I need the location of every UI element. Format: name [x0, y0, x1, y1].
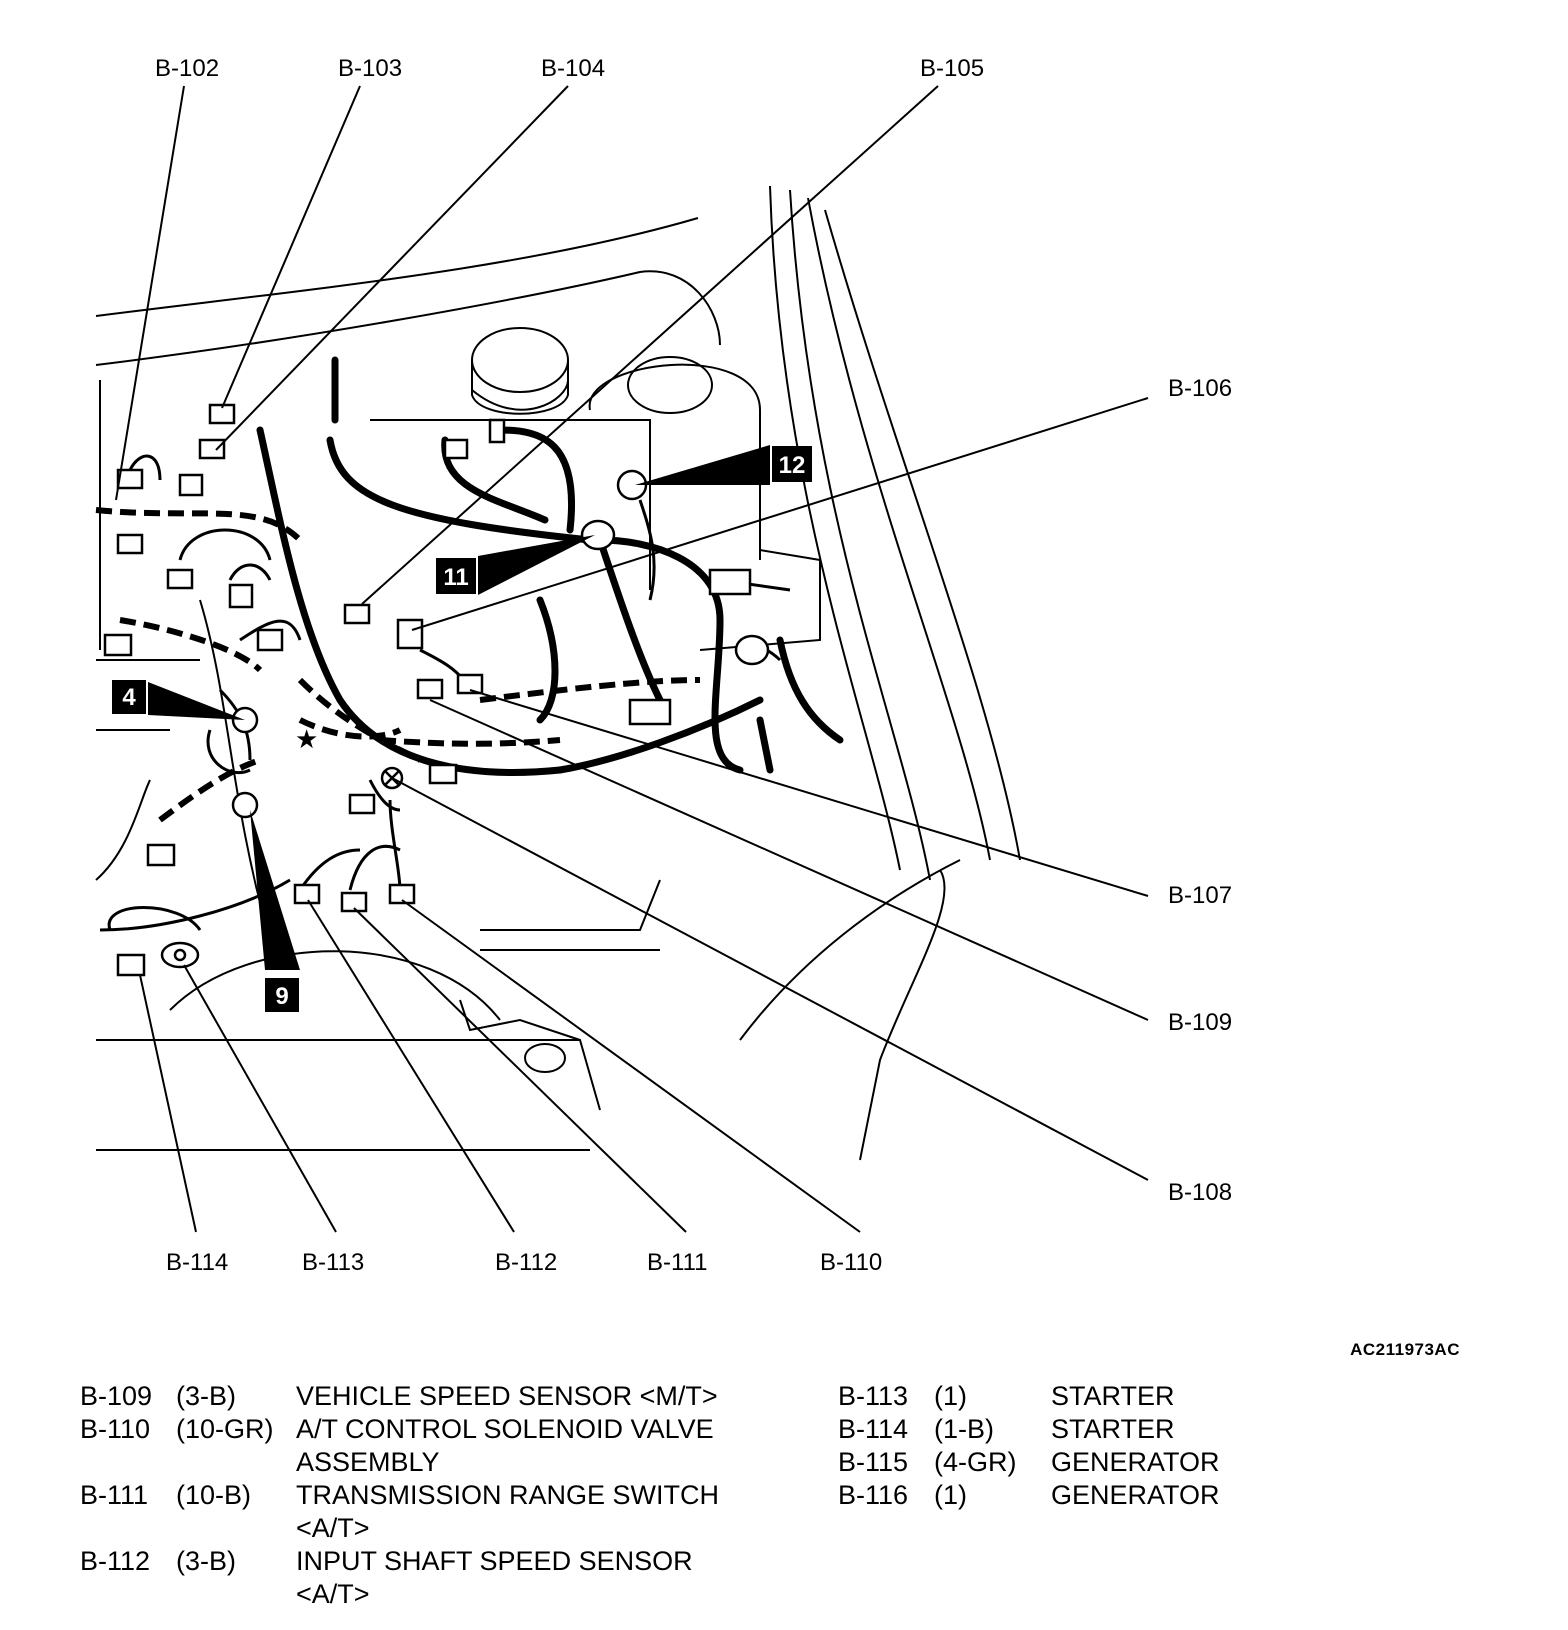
- figure-id: AC211973AC: [1350, 1340, 1460, 1359]
- legend-code: B-114: [838, 1414, 909, 1444]
- legend-row-continued: <A/T>: [80, 1578, 760, 1611]
- legend-size: (1): [934, 1381, 967, 1411]
- legend-code: B-115: [838, 1447, 909, 1477]
- badge-4: 4: [112, 680, 245, 720]
- leader-b112: [307, 899, 515, 1233]
- leader-b111: [353, 907, 687, 1233]
- legend-desc: STARTER: [1051, 1381, 1175, 1411]
- brake-fluid-reservoir: [471, 327, 569, 415]
- leader-lines: [115, 85, 1149, 1233]
- legend-row-continued: <A/T>: [80, 1512, 760, 1545]
- legend-row: B-114 (1-B) STARTER: [838, 1413, 1358, 1446]
- connector-b105: [708, 568, 752, 596]
- leader-b105: [361, 85, 939, 605]
- legend-desc: STARTER: [1051, 1414, 1175, 1444]
- legend-size: (10-GR): [176, 1414, 274, 1444]
- callout-labels: B-102 B-103 B-104 B-105 B-106 B-107 B-10…: [155, 55, 1232, 1276]
- legend-row: B-109 (3-B) VEHICLE SPEED SENSOR <M/T>: [80, 1380, 760, 1413]
- connector-b106: [396, 618, 424, 650]
- legend-desc: INPUT SHAFT SPEED SENSOR: [296, 1546, 693, 1576]
- badge-11: 11: [436, 535, 595, 595]
- badge-4-label: 4: [122, 684, 136, 711]
- label-b109: B-109: [1168, 1009, 1232, 1036]
- legend-code: B-110: [80, 1414, 151, 1444]
- clutch-fluid-reservoir: [588, 356, 761, 560]
- legend-desc: A/T CONTROL SOLENOID VALVE: [296, 1414, 714, 1444]
- badge-11-label: 11: [443, 564, 468, 591]
- connector-b110: [388, 883, 416, 905]
- connector-b103: [198, 438, 226, 460]
- legend-desc: <A/T>: [296, 1513, 370, 1543]
- engine-wiring-diagram: ★ 4 9 11 12 B-102 B-103: [95, 55, 1232, 1276]
- legend-code: B-109: [80, 1381, 153, 1411]
- legend-row: B-115 (4-GR) GENERATOR: [838, 1446, 1358, 1479]
- wiring-harness: [256, 356, 844, 776]
- legend-row: B-116 (1) GENERATOR: [838, 1479, 1358, 1512]
- leader-b114: [139, 974, 197, 1233]
- legend-row: B-110 (10-GR) A/T CONTROL SOLENOID VALVE: [80, 1413, 760, 1446]
- legend-size: (1-B): [934, 1414, 994, 1444]
- legend-desc: <A/T>: [296, 1579, 370, 1609]
- thin-wires: [99, 454, 791, 932]
- legend-size: (4-GR): [934, 1447, 1017, 1477]
- connector-b107: [628, 698, 672, 726]
- legend-desc: TRANSMISSION RANGE SWITCH: [296, 1480, 720, 1510]
- legend-row: B-113 (1) STARTER: [838, 1380, 1358, 1413]
- label-b103: B-103: [338, 55, 402, 82]
- label-b106: B-106: [1168, 375, 1232, 402]
- legend-row-continued: ASSEMBLY: [80, 1446, 760, 1479]
- legend-desc: GENERATOR: [1051, 1480, 1220, 1510]
- label-b112: B-112: [495, 1249, 557, 1276]
- connector-b112: [293, 883, 321, 905]
- legend-right: B-113 (1) STARTER B-114 (1-B) STARTER B-…: [838, 1380, 1358, 1512]
- leader-b104: [215, 85, 569, 451]
- leader-b103: [221, 85, 361, 409]
- legend-desc: VEHICLE SPEED SENSOR <M/T>: [296, 1381, 718, 1411]
- legend-desc: GENERATOR: [1051, 1447, 1220, 1477]
- leader-b109: [429, 699, 1149, 1021]
- dashed-harness: [95, 507, 701, 823]
- legend-desc: ASSEMBLY: [296, 1447, 440, 1477]
- legend-left: B-109 (3-B) VEHICLE SPEED SENSOR <M/T> B…: [80, 1380, 760, 1611]
- connector-b104: [343, 603, 371, 625]
- leader-b108: [391, 777, 1149, 1181]
- legend-row: B-112 (3-B) INPUT SHAFT SPEED SENSOR: [80, 1545, 760, 1578]
- label-b113: B-113: [302, 1249, 364, 1276]
- badge-9-label: 9: [275, 983, 288, 1010]
- badge-9: 9: [250, 810, 300, 1012]
- label-b108: B-108: [1168, 1179, 1232, 1206]
- leader-b110: [401, 899, 861, 1233]
- legend-code: B-116: [838, 1480, 909, 1510]
- badge-12-label: 12: [779, 452, 806, 479]
- legend-size: (10-B): [176, 1480, 252, 1510]
- label-b104: B-104: [541, 55, 605, 82]
- label-b111: B-111: [647, 1249, 707, 1276]
- star-marker: ★: [295, 725, 318, 755]
- connector-b102: [208, 403, 236, 425]
- badge-12: 12: [635, 445, 812, 485]
- legend-code: B-111: [80, 1480, 149, 1510]
- legend-size: (3-B): [176, 1381, 236, 1411]
- label-b105: B-105: [920, 55, 984, 82]
- connector-b111: [340, 891, 368, 913]
- leader-b102: [115, 85, 185, 501]
- leader-b113: [183, 964, 337, 1233]
- label-b110: B-110: [820, 1249, 882, 1276]
- leader-b107: [469, 689, 1149, 897]
- legend-code: B-112: [80, 1546, 151, 1576]
- legend-size: (1): [934, 1480, 967, 1510]
- legend-code: B-113: [838, 1381, 909, 1411]
- label-b102: B-102: [155, 55, 219, 82]
- legend-size: (3-B): [176, 1546, 236, 1576]
- label-b107: B-107: [1168, 882, 1232, 909]
- label-b114: B-114: [166, 1249, 228, 1276]
- leader-b106: [411, 397, 1149, 631]
- connectors: [103, 403, 752, 977]
- legend-row: B-111 (10-B) TRANSMISSION RANGE SWITCH: [80, 1479, 760, 1512]
